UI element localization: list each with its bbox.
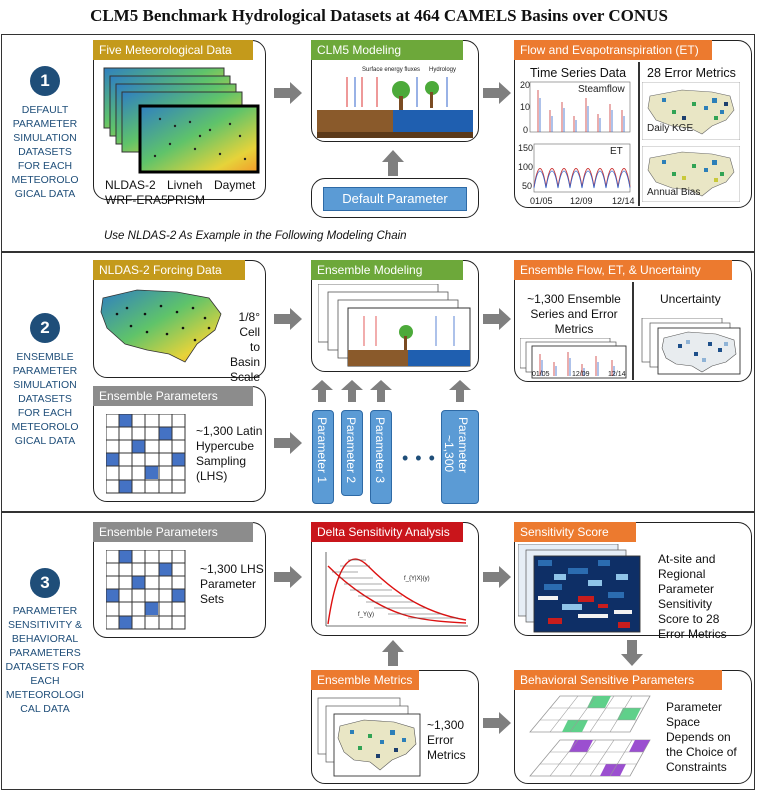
parameter-last-bar: Parameter~1,300 (441, 410, 479, 504)
delta-tag: Delta Sensitivity Analysis (311, 522, 463, 542)
bias-map (642, 146, 740, 202)
section-3 (1, 512, 755, 790)
x-tick-1: 01/05 (530, 196, 553, 206)
ens-param-tag-3: Ensemble Parameters (93, 522, 253, 542)
ensemble-flow-tag: Ensemble Flow, ET, & Uncertainty (514, 260, 732, 280)
streamflow-y-10: 10 (520, 102, 531, 112)
time-series-title: Time Series Data (530, 66, 627, 80)
et-y-150: 150 (518, 143, 534, 153)
delta-curve-plot: f_{Y|X}(y) f_Y(y) (318, 546, 474, 634)
uncertainty-label: Uncertainty (660, 292, 721, 306)
ens-metrics-map-stack (314, 694, 424, 782)
clm5-diagram: Surface energy fluxes Hydrology (317, 62, 473, 138)
default-param-button: Default Parameter (323, 187, 467, 211)
et-y-50: 50 (522, 181, 533, 191)
section-1-number: 1 (30, 66, 60, 96)
met-data-tag: Five Meteorological Data (93, 40, 253, 60)
met-label-prism: PRISM (167, 193, 206, 207)
parameter-3-bar: Parameter 3 (370, 410, 392, 504)
arrow-right-3a (274, 566, 304, 588)
behavioral-grids (520, 692, 654, 782)
met-label-wrf: WRF-ERA5 (105, 193, 168, 207)
streamflow-chart (520, 80, 632, 136)
arrow-up-plast (449, 380, 471, 402)
arrow-up-1 (382, 150, 404, 176)
arrow-down-3 (621, 640, 643, 666)
streamflow-y-20: 20 (520, 80, 531, 90)
kge-map (642, 82, 740, 140)
x-tick-2: 12/09 (570, 196, 593, 206)
arrow-right-1b (483, 82, 513, 104)
ensemble-model-stack (318, 284, 474, 368)
parameter-dots: • • • (402, 448, 436, 468)
et-y-100: 100 (518, 162, 534, 172)
met-map-stack (100, 64, 260, 174)
section-1 (1, 34, 755, 252)
ensemble-flow-divider (632, 282, 634, 380)
lhs-grid-3 (106, 550, 186, 630)
flow-et-tag: Flow and Evapotranspiration (ET) (514, 40, 712, 60)
parameter-1-bar: Parameter 1 (312, 410, 334, 504)
streamflow-y-0: 0 (523, 125, 529, 135)
clm5-model-tag: CLM5 Modeling (311, 40, 463, 60)
lhs-grid-2 (106, 414, 186, 494)
ens-x-tick-1: 01/05 (532, 371, 550, 378)
arrow-up-p2 (341, 380, 363, 402)
arrow-up-p3 (370, 380, 392, 402)
flow-et-divider (638, 62, 640, 206)
daily-kge-label: Daily KGE (647, 123, 694, 134)
page-title: CLM5 Benchmark Hydrological Datasets at … (90, 6, 668, 25)
ens-x-tick-3: 12/14 (608, 371, 626, 378)
arrow-right-3b (483, 566, 513, 588)
hydrology-label: Hydrology (429, 67, 456, 73)
ens-x-tick-2: 12/09 (572, 371, 590, 378)
error-metrics-title: 28 Error Metrics (647, 66, 736, 80)
surface-fluxes-label: Surface energy fluxes (362, 67, 420, 73)
arrow-right-3c (483, 712, 513, 734)
met-label-livneh: Livneh (167, 178, 203, 192)
ensemble-series-stack (520, 338, 628, 382)
x-tick-3: 12/14 (612, 196, 635, 206)
arrow-right-1a (274, 82, 304, 104)
forcing-tag: NLDAS-2 Forcing Data (93, 260, 245, 280)
et-chart (520, 142, 632, 198)
et-label: ET (610, 146, 623, 157)
curve-label-a: f_{Y|X}(y) (404, 576, 430, 582)
arrow-right-2b (483, 308, 513, 330)
ensemble-model-tag: Ensemble Modeling (311, 260, 463, 280)
annual-bias-label: Annual Bias (647, 187, 701, 198)
sensitivity-tag: Sensitivity Score (514, 522, 636, 542)
streamflow-label: Steamflow (578, 84, 625, 95)
forcing-map (97, 284, 225, 370)
arrow-up-p1 (311, 380, 333, 402)
sensitivity-heatmap (518, 544, 642, 634)
section-3-number: 3 (30, 568, 60, 598)
met-label-daymet: Daymet (214, 178, 256, 192)
met-label-nldas: NLDAS-2 (105, 178, 156, 192)
parameter-2-bar: Parameter 2 (341, 410, 363, 496)
uncertainty-map-stack (638, 318, 750, 378)
arrow-right-2c (274, 432, 304, 454)
section-2-number: 2 (30, 313, 60, 343)
behavioral-tag: Behavioral Sensitive Parameters (514, 670, 722, 690)
ens-param-tag-2: Ensemble Parameters (93, 386, 253, 406)
arrow-right-2a (274, 308, 304, 330)
section-2 (1, 252, 755, 512)
nldas-note: Use NLDAS-2 As Example in the Following … (104, 230, 407, 242)
ens-metrics-tag: Ensemble Metrics (311, 670, 419, 690)
curve-label-b: f_Y(y) (358, 612, 374, 618)
arrow-up-3 (382, 640, 404, 666)
